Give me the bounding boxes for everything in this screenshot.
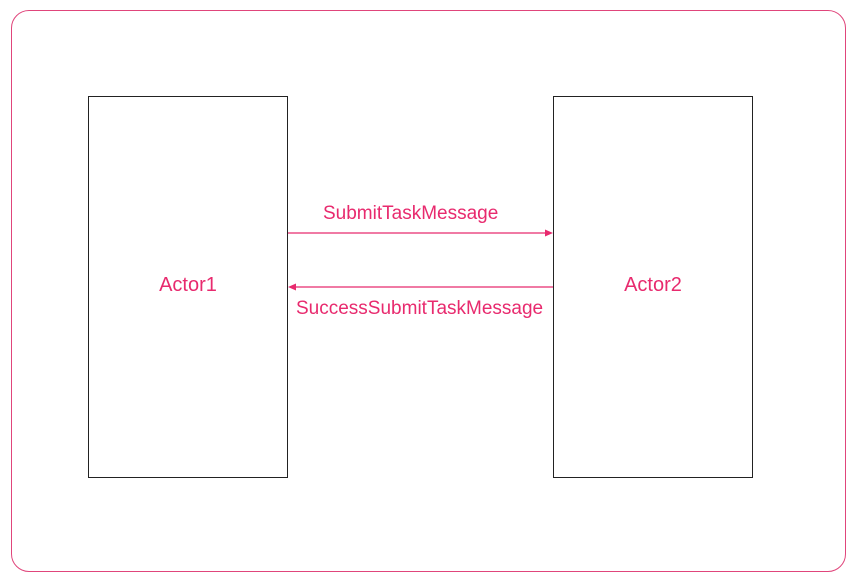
- success-submit-task-message-label: SuccessSubmitTaskMessage: [296, 298, 544, 319]
- actor2-box: Actor2: [553, 96, 753, 478]
- actor2-label: Actor2: [624, 274, 682, 296]
- actor1-label: Actor1: [159, 274, 217, 296]
- submit-task-message-label: SubmitTaskMessage: [323, 203, 499, 224]
- actor1-box: Actor1: [88, 96, 288, 478]
